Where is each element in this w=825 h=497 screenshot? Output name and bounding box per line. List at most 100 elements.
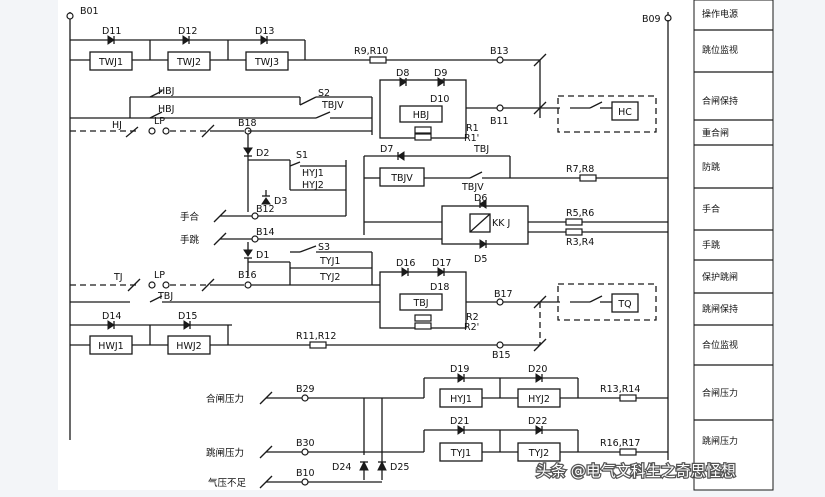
hyj2-label: HYJ2 [528,394,550,405]
bus-right-top-label: B09 [642,14,661,25]
r1-prime-label: R1' [464,133,479,144]
tyj1-label: TYJ1 [450,448,471,459]
r3-r4-label: R3,R4 [566,237,594,248]
hj-label: HJ [112,120,122,131]
d6-label: D6 [474,193,487,204]
r13-r14-label: R13,R14 [600,384,640,395]
d5-label: D5 [474,254,487,265]
d7-label: D7 [380,144,393,155]
d3-label: D3 [274,196,287,207]
d1-label: D1 [256,250,269,261]
tq-label: TQ [617,299,631,310]
hbj-relay [399,105,443,123]
side-item-5: 手合 [702,203,720,215]
tbj-relay [399,293,443,311]
r1-label: R1 [466,123,479,134]
shoutiao-label: 手跳 [180,234,200,246]
d14-label: D14 [102,311,121,322]
tiaozha-yali-label: 跳闸压力 [206,447,244,459]
hc-label: HC [618,107,632,118]
s2-label: S2 [318,88,330,99]
r2-prime-label: R2' [464,322,479,333]
tq-coil [611,293,639,313]
d8-label: D8 [396,68,409,79]
side-item-1: 跳位监视 [702,44,738,56]
tyj2-contact-label: TYJ2 [319,272,340,283]
b13-label: B13 [490,46,509,57]
tyj1-contact-label: TYJ1 [319,256,340,267]
tbjv-label: TBJV [390,173,413,184]
d12-label: D12 [178,26,197,37]
d21-label: D21 [450,416,469,427]
b12-label: B12 [256,204,275,215]
tj-label: TJ [113,272,123,283]
d11-label: D11 [102,26,121,37]
tbjv-contact2-label: TBJV [461,182,484,193]
r7-r8-label: R7,R8 [566,164,594,175]
side-item-8: 跳闸保持 [702,303,738,315]
d10-label: D10 [430,94,449,105]
s3-label: S3 [318,242,330,253]
d22-label: D22 [528,416,547,427]
d2-label: D2 [256,148,269,159]
b18-label: B18 [238,118,257,129]
function-side-panel: 操作电源 跳位监视 合闸保持 重合闸 防跳 手合 手跳 保护跳闸 跳闸保持 合位… [693,0,774,491]
twj1-relay [89,51,133,71]
watermark-text: 头条 @电气文科生之奇思怪想 [536,462,736,480]
side-item-4: 防跳 [702,161,720,173]
r2-label: R2 [466,312,479,323]
twj2-relay [167,51,211,71]
hc-coil [611,101,639,121]
diagram-paper [58,0,773,490]
d13-label: D13 [255,26,274,37]
side-item-9: 合位监视 [702,339,738,351]
side-item-2: 合闸保持 [702,95,738,107]
b17-label: B17 [494,289,513,300]
tbjv-contact-label: TBJV [321,100,344,111]
lp2-label: LP [154,270,165,281]
b14-label: B14 [256,227,275,238]
side-item-7: 保护跳闸 [702,271,738,283]
hwj1-label: HWJ1 [98,341,123,352]
lp1-label: LP [154,116,165,127]
shouhe-label: 手合 [180,211,200,223]
hbj-label: HBJ [413,110,429,121]
d9-label: D9 [434,68,447,79]
side-item-6: 手跳 [702,239,720,251]
hbj-contact-a-label: HBJ [158,86,174,97]
d19-label: D19 [450,364,469,375]
r5-r6-label: R5,R6 [566,208,594,219]
hyj1-label: HYJ1 [450,394,472,405]
d20-label: D20 [528,364,547,375]
side-item-10: 合闸压力 [702,387,738,399]
hezha-yali-label: 合闸压力 [206,393,244,405]
b10-label: B10 [296,468,315,479]
tbj-contact-label: TBJ [473,144,489,155]
twj3-relay [245,51,289,71]
b15-label: B15 [492,350,511,361]
hbj-contact-b-label: HBJ [158,104,174,115]
s1-label: S1 [296,150,308,161]
tbjv-relay [379,167,425,187]
d24-label: D24 [332,462,351,473]
d16-label: D16 [396,258,415,269]
hyj2-contact-label: HYJ2 [302,180,324,191]
r16-r17-label: R16,R17 [600,438,640,449]
tyj2-label: TYJ2 [528,448,549,459]
twj1-label: TWJ1 [98,57,123,68]
d18-label: D18 [430,282,449,293]
r9-r10-label: R9,R10 [354,46,388,57]
b30-label: B30 [296,438,315,449]
d25-label: D25 [390,462,409,473]
d15-label: D15 [178,311,197,322]
b11-label: B11 [490,116,509,127]
d17-label: D17 [432,258,451,269]
side-item-3: 重合闸 [702,127,729,139]
hwj2-label: HWJ2 [176,341,201,352]
b29-label: B29 [296,384,315,395]
r11-r12-label: R11,R12 [296,331,336,342]
tbj-contact2-label: TBJ [157,291,173,302]
side-item-11: 跳闸压力 [702,435,738,447]
